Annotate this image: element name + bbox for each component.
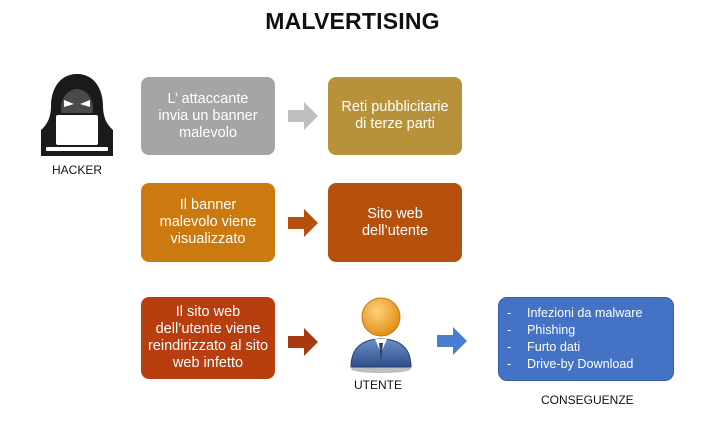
hacker-icon	[41, 74, 113, 156]
diagram-title: MALVERTISING	[265, 8, 440, 34]
list-item: - Infezioni da malware	[507, 305, 667, 322]
bullet: -	[507, 306, 512, 320]
step-1-cause-box: L’ attaccante invia un banner malevolo	[141, 77, 275, 155]
user-label: UTENTE	[354, 378, 402, 392]
arrow-right-icon	[288, 209, 318, 237]
arrow-right-icon	[437, 327, 467, 355]
list-item: - Phishing	[507, 322, 667, 339]
step-1-effect-box: Reti pubblicitarie di terze parti	[328, 77, 462, 155]
hacker-label: HACKER	[52, 163, 103, 177]
bullet: -	[507, 340, 512, 354]
arrow-right-icon	[288, 328, 318, 356]
step-2-effect-box: Sito web dell’utente	[328, 183, 462, 262]
bullet: -	[507, 323, 512, 337]
arrow-right-icon	[288, 102, 318, 130]
consequence-label: Infezioni da malware	[527, 306, 643, 320]
step-2-cause-box: Il banner malevolo viene visualizzato	[141, 183, 275, 262]
bullet: -	[507, 357, 512, 371]
consequence-label: Furto dati	[527, 340, 581, 354]
step-3-cause-box: Il sito web dell’utente viene reindirizz…	[141, 297, 275, 379]
consequence-label: Phishing	[527, 323, 576, 337]
list-item: - Drive-by Download	[507, 356, 667, 373]
user-icon	[350, 297, 412, 373]
list-item: - Furto dati	[507, 339, 667, 356]
consequence-label: Drive-by Download	[527, 357, 634, 371]
consequences-box: - Infezioni da malware - Phishing - Furt…	[498, 297, 674, 381]
consequences-label: CONSEGUENZE	[541, 393, 634, 407]
